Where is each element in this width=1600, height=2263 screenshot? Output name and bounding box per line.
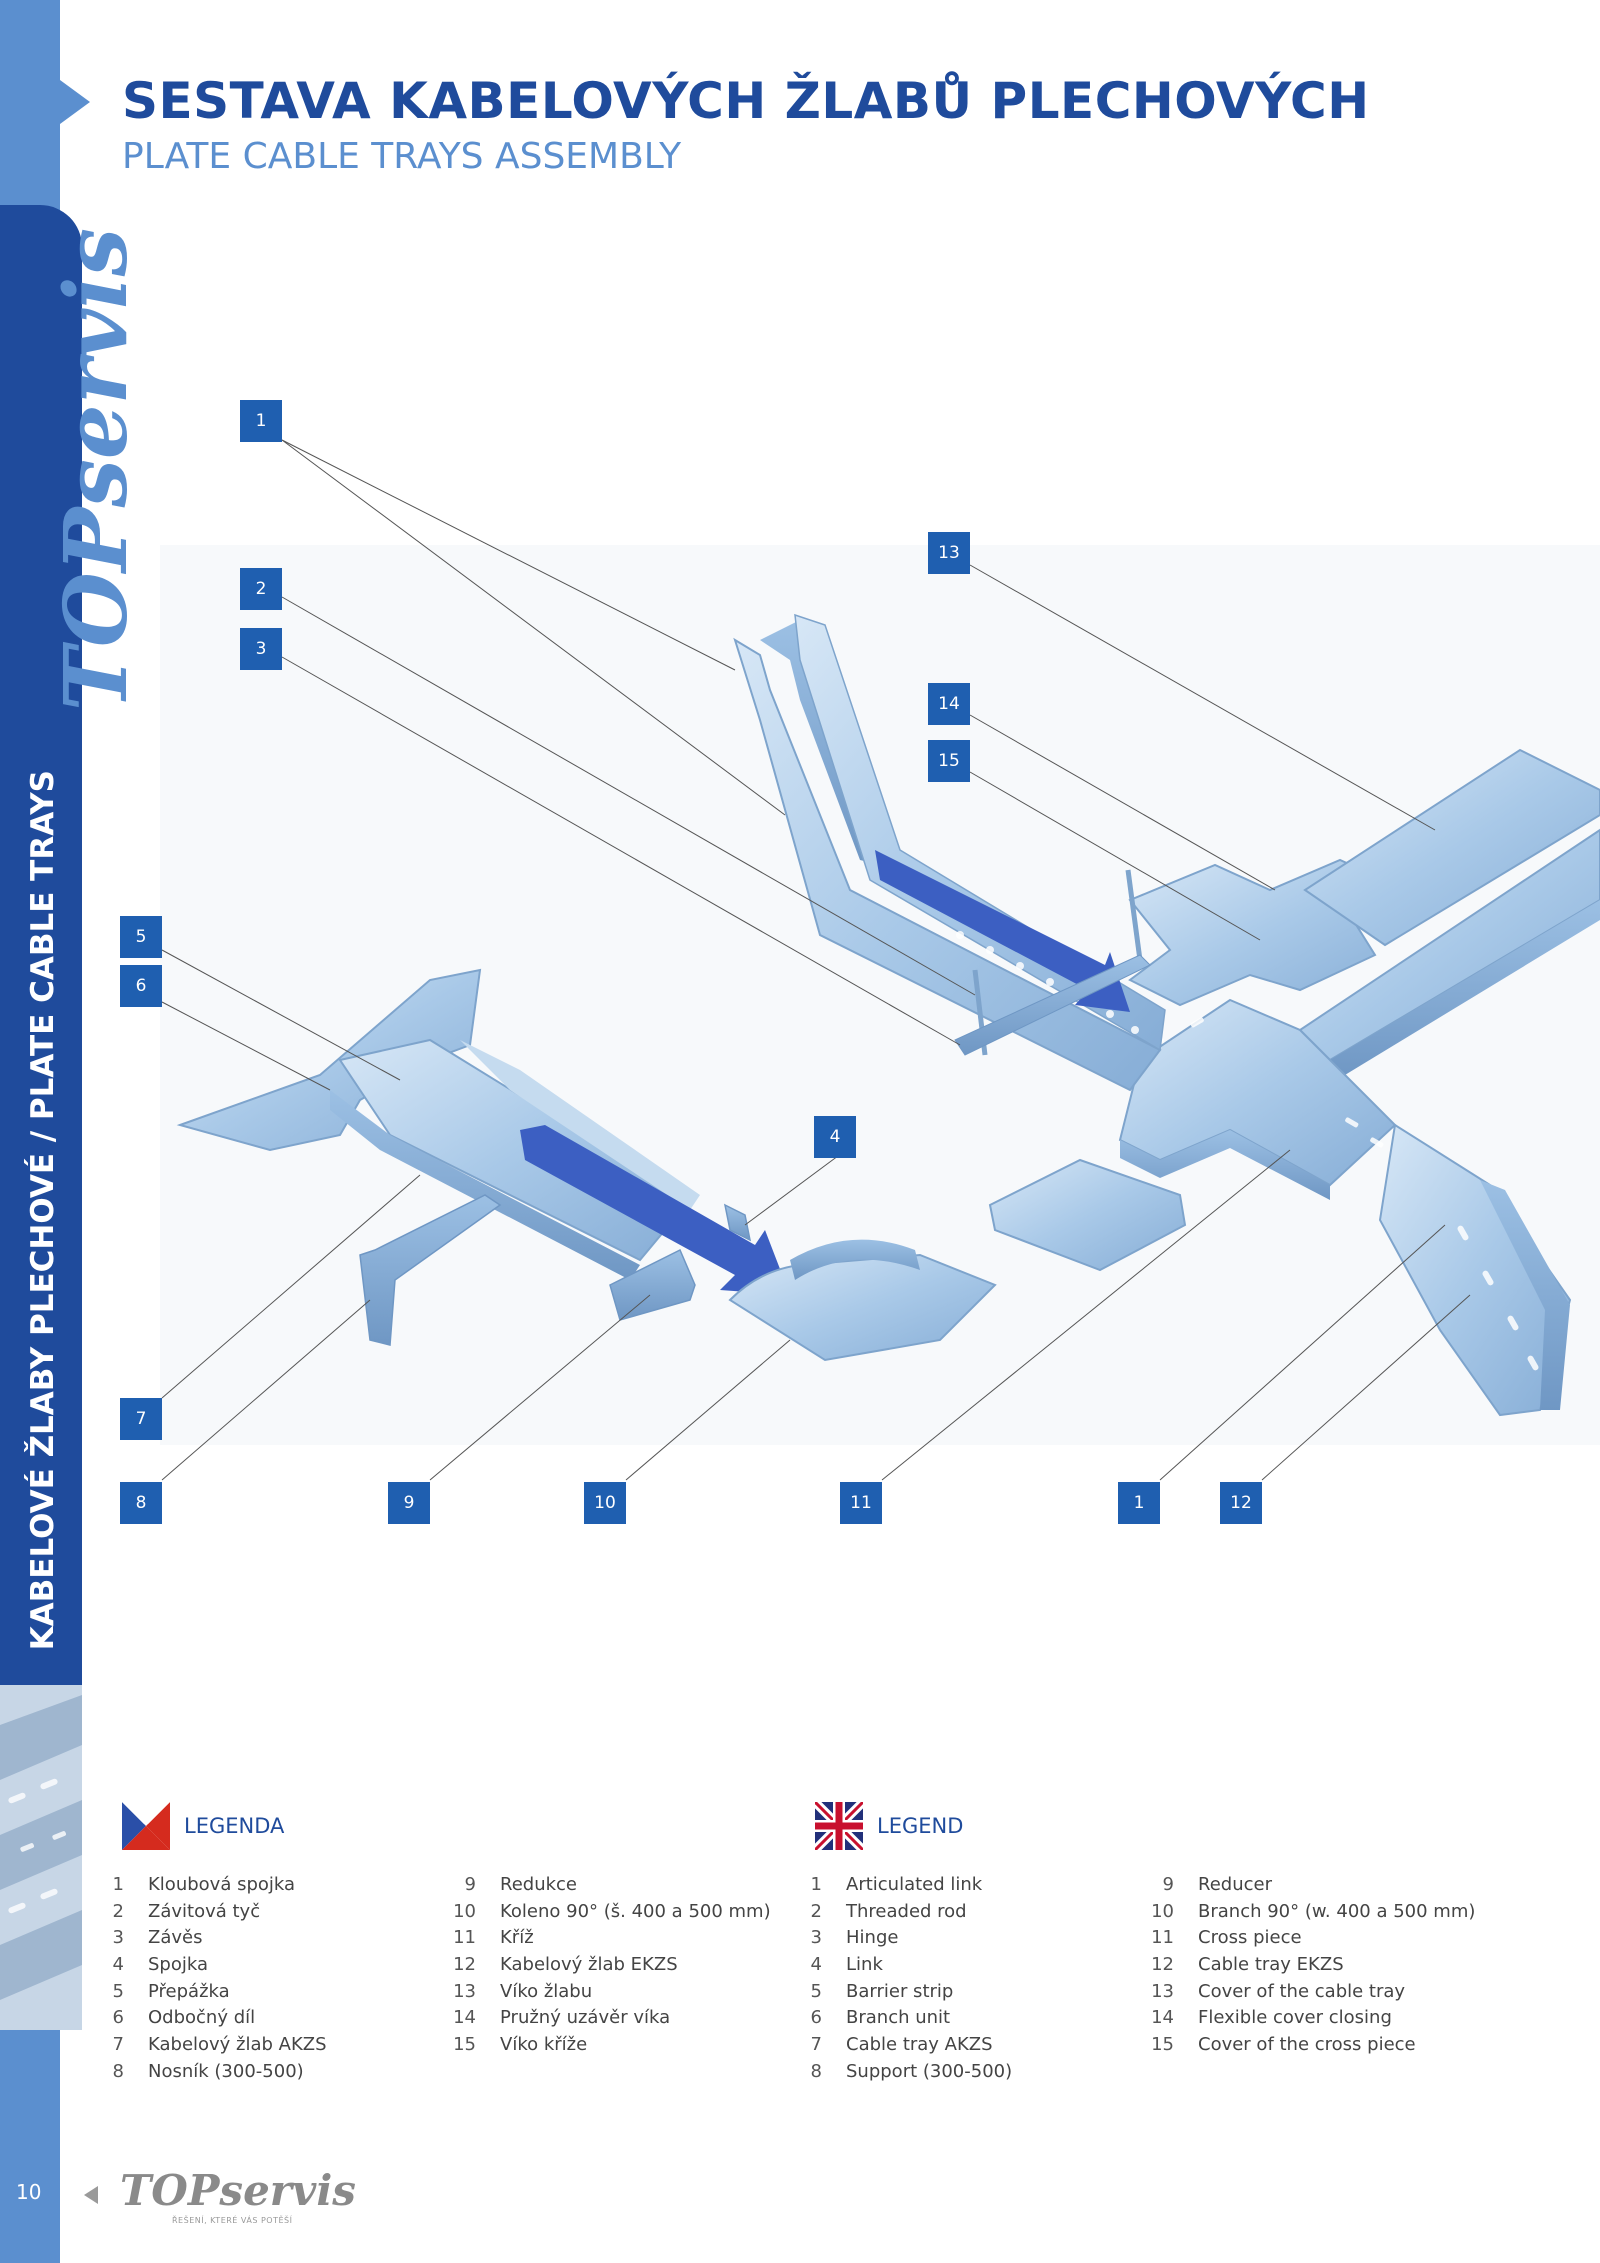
- czech-flag-icon: [122, 1802, 170, 1850]
- callout-12: 12: [1220, 1482, 1262, 1524]
- callout-13: 13: [928, 532, 970, 574]
- bend-90: [728, 1239, 997, 1362]
- callout-9: 9: [388, 1482, 430, 1524]
- footer-logo: TOPservis: [120, 2166, 356, 2215]
- callout-5: 5: [120, 916, 162, 958]
- legend-en-title: LEGEND: [877, 1814, 964, 1838]
- tray-section: [988, 1158, 1187, 1272]
- callout-10: 10: [584, 1482, 626, 1524]
- callout-3: 3: [240, 628, 282, 670]
- legend-en-header: LEGEND: [815, 1802, 963, 1850]
- cable-tray-cover: [1303, 748, 1600, 947]
- cable-tray-ekzs: [1298, 828, 1600, 1417]
- callout-8: 8: [120, 1482, 162, 1524]
- callout-4: 4: [814, 1116, 856, 1158]
- cross-piece: [1118, 998, 1397, 1200]
- callout-1-bottom: 1: [1118, 1482, 1160, 1524]
- callout-7: 7: [120, 1398, 162, 1440]
- legend-cz-title: LEGENDA: [184, 1814, 285, 1838]
- branch-unit-akzs: [176, 968, 790, 1295]
- callout-15: 15: [928, 740, 970, 782]
- threaded-rod-hinge: [954, 869, 1151, 1056]
- support-beam: [359, 1194, 502, 1346]
- callout-11: 11: [840, 1482, 882, 1524]
- reducer-part: [609, 1248, 696, 1321]
- link-part: [723, 1203, 752, 1242]
- page-subtitle: PLATE CABLE TRAYS ASSEMBLY: [122, 136, 682, 177]
- callout-14: 14: [928, 683, 970, 725]
- callout-1-top: 1: [240, 400, 282, 442]
- sidebar-cable-tray-photo: [0, 1685, 82, 2030]
- callout-leader-lines: [161, 439, 1471, 1481]
- legend-cz-header: LEGENDA: [122, 1802, 284, 1850]
- callout-6: 6: [120, 965, 162, 1007]
- back-arrow-icon: [84, 2186, 98, 2204]
- articulated-tray-upper: [733, 613, 1166, 1092]
- footer-tagline: ŘEŠENÍ, KTERÉ VÁS POTĚŠÍ: [172, 2216, 293, 2225]
- page-number: 10: [16, 2180, 42, 2204]
- sidebar-arrow-icon: [60, 80, 90, 124]
- sidebar-band: [0, 205, 82, 1695]
- assembly-diagram: 1 2 3 13 14 15 5 6 4 7 8 9 10 11 1 12: [120, 400, 1600, 1524]
- callout-2: 2: [240, 568, 282, 610]
- uk-flag-icon: [815, 1802, 863, 1850]
- page-title: SESTAVA KABELOVÝCH ŽLABŮ PLECHOVÝCH: [122, 72, 1370, 130]
